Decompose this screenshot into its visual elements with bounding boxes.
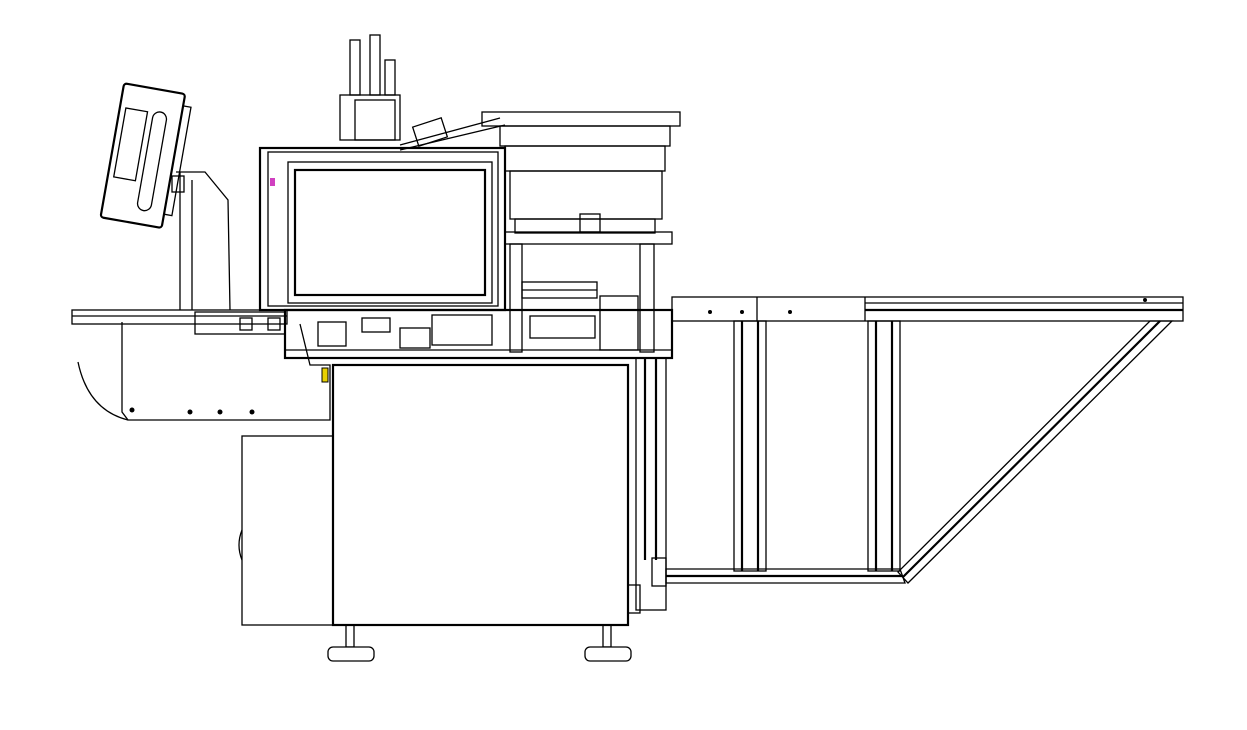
support-column	[627, 357, 667, 614]
conveyor-legs	[733, 320, 901, 572]
bottom-rail	[665, 568, 906, 584]
diagonal-brace	[897, 320, 1174, 584]
work-platform	[283, 308, 674, 360]
monitor-stand	[171, 171, 231, 311]
pneumatic-cylinders	[339, 34, 506, 151]
left-conveyor-plate	[71, 309, 288, 335]
bowl-feeder	[481, 111, 681, 234]
right-drive-module	[504, 231, 673, 353]
main-frame-window	[258, 146, 507, 312]
base-cabinet	[238, 363, 630, 627]
leveling-feet	[327, 624, 632, 662]
right-conveyor-rail	[671, 296, 1184, 322]
touch-monitor	[99, 82, 192, 229]
left-hopper-box	[77, 322, 331, 421]
